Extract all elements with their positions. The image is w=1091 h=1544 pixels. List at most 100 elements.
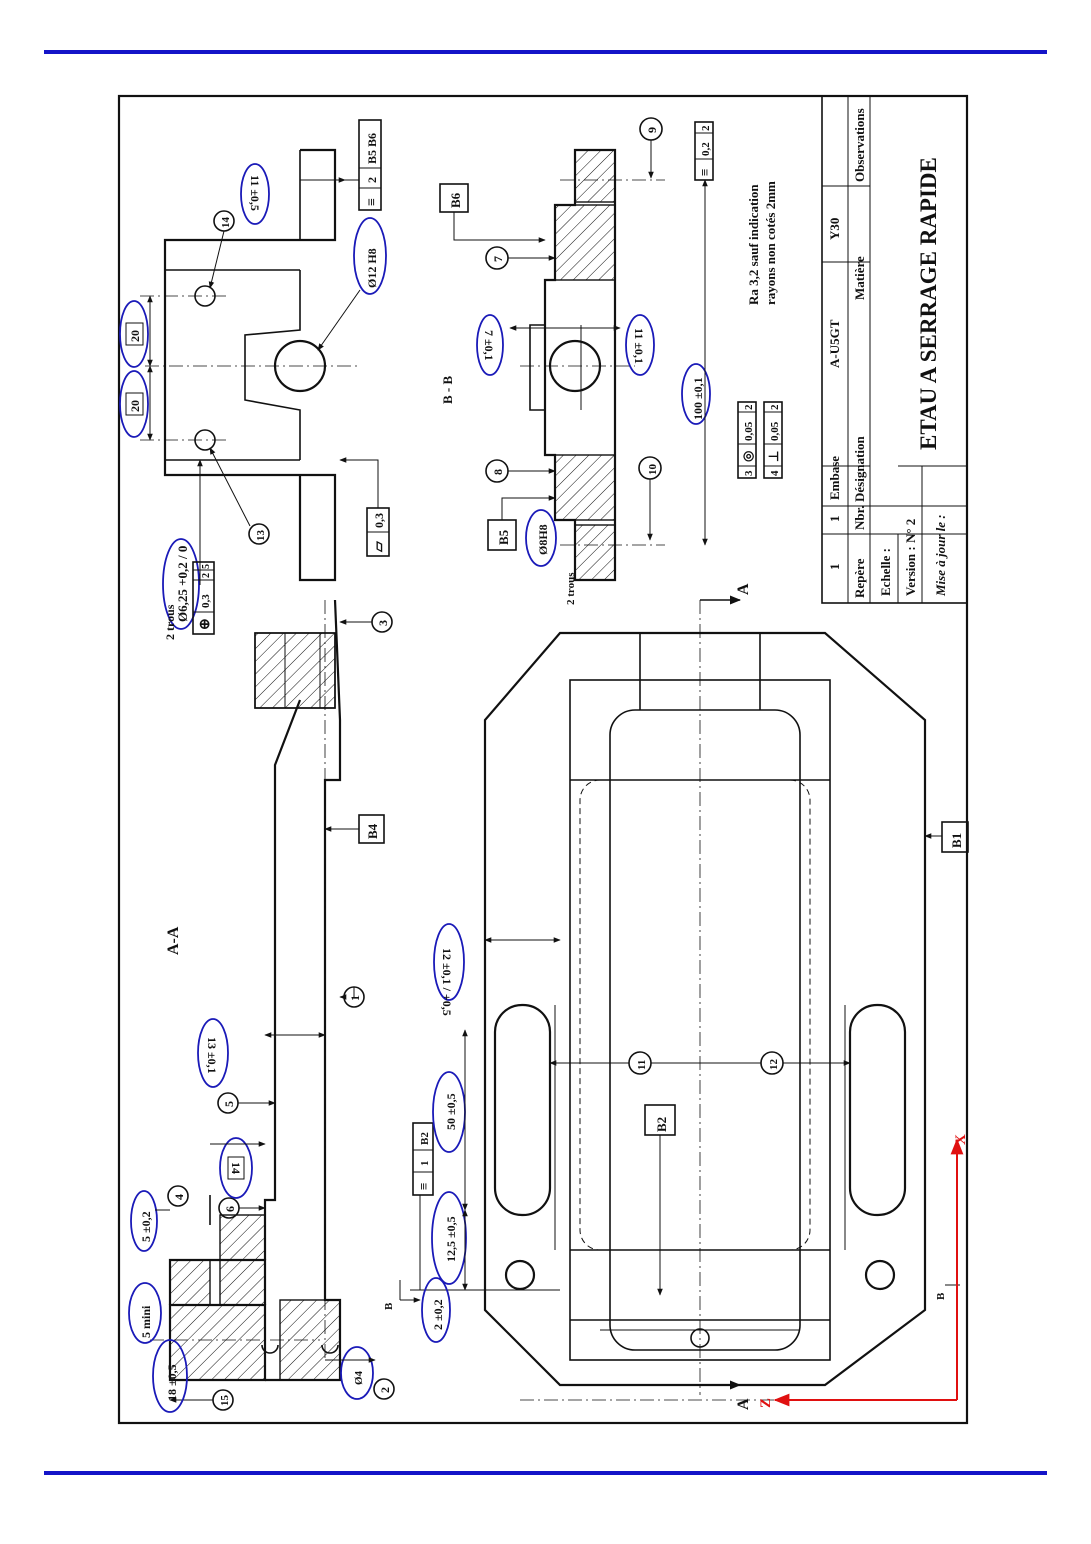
dim-100-ellipse [681,363,711,425]
dim-o4-ellipse [340,1346,374,1400]
tb-version: Version : N° 2 [903,519,918,596]
svg-text:11: 11 [636,1060,648,1070]
dim-6-25-ellipse [162,538,200,630]
callout-15: 15 [212,1389,234,1411]
svg-text:14: 14 [220,217,232,229]
cutting-a-top: A [735,583,752,595]
callout-4: 4 [167,1185,189,1207]
svg-text:⊥: ⊥ [766,451,781,462]
svg-text:3: 3 [743,470,755,476]
svg-text:5: 5 [222,1101,236,1107]
svg-text:≡: ≡ [416,1183,431,1190]
datum-b1: B1 [949,833,964,848]
bottom-rule [44,1471,1047,1475]
datum-b4: B4 [365,823,380,839]
top-view: 20 20 11 ±0,5 Ø12 H8 ≡ 2 B5 B6 ▱ 0,3 13 [119,119,390,640]
tol-sym-9: ≡ 0,2 2 [694,121,714,181]
plan-view: 11 12 B2 B1 ≡ 1 B2 12,5 ±0,5 50 ± [383,583,969,1410]
svg-text:2: 2 [743,404,755,410]
tb-designation-val: Embase [827,456,842,500]
svg-text:◎: ◎ [740,451,755,462]
title-block: 1 1 Embase A-U5GT Y30 Repère Nbr. Désign… [821,95,968,604]
axis-x-label: X [953,1134,969,1145]
svg-text:2: 2 [378,1387,392,1393]
svg-text:8: 8 [491,469,505,475]
tb-observations-val: Y30 [827,218,842,240]
dim-5mini-ellipse [128,1282,162,1344]
callout-12: 12 [760,1051,784,1075]
callout-13: 13 [248,523,270,545]
dim-2: 2 ±0,2 [431,1299,445,1330]
dim-13-ellipse [197,1018,229,1088]
dim-50: 50 ±0,5 [444,1093,458,1130]
svg-text:10: 10 [647,464,659,476]
datum-b5-box: B5 [487,519,517,551]
callout-10: 10 [638,456,662,480]
dim-11: 11 ±0,5 [248,175,262,211]
section-aa-view: A-A 1 2 3 4 5 6 15 B4 [128,599,395,1413]
svg-text:≡: ≡ [697,169,712,176]
cutting-a-bottom: A [735,1398,752,1410]
cutting-b-left: B [383,1302,395,1310]
callout-11: 11 [628,1051,652,1075]
svg-text:0,2: 0,2 [700,142,712,156]
datum-b2: B2 [654,1117,669,1132]
dim-11b: 11 ±0,1 [632,328,646,364]
tol-concentricity: 3 ◎ 0,05 2 [737,401,757,479]
trous-label-2: 2 trous [565,572,577,605]
svg-text:6: 6 [223,1206,237,1212]
tb-matiere-val: A-U5GT [827,319,842,368]
svg-text:4: 4 [172,1194,186,1200]
dim-5: 5 ±0,2 [139,1211,153,1242]
datum-b5: B5 [496,529,511,545]
tb-title: ETAU A SERRAGE RAPIDE [916,157,941,450]
datum-b1-box: B1 [941,821,969,853]
svg-text:13: 13 [255,530,267,542]
svg-text:0,05: 0,05 [769,421,781,441]
datum-b6: B6 [448,192,463,208]
tb-repere-header: Repère [852,558,867,598]
dim-6-25: Ø6,25 +0,2 / 0 [175,546,190,622]
callout-3: 3 [371,611,393,633]
tb-designation-header: Désignation [852,436,867,503]
dim-7: 7 ±0,1 [482,330,496,361]
callout-5: 5 [217,1092,239,1114]
dim-100: 100 ±0,1 [691,377,705,420]
dim-20b: 20 [128,400,142,412]
dim-20a: 20 [128,330,142,342]
svg-text:9: 9 [645,127,659,133]
svg-text:0,05: 0,05 [743,421,755,441]
svg-text:3: 3 [376,620,390,626]
dim-5-ellipse [130,1190,158,1252]
tb-matiere-header: Matière [852,256,867,300]
datum-b6-box: B6 [439,183,469,213]
dim-14-ellipse [219,1137,253,1199]
svg-text:2: 2 [700,125,712,131]
tol-position: ⊕ 0,3 2 5 [192,561,215,635]
callout-8: 8 [485,459,509,483]
tol-perpendicularity: 4 ⊥ 0,05 2 [763,401,783,479]
svg-text:0,3: 0,3 [372,513,386,528]
svg-text:12: 12 [768,1059,780,1071]
dim-18-ellipse [152,1339,188,1413]
callout-9: 9 [639,117,663,141]
dim-12h8-ellipse [353,217,387,295]
dim-8h8: Ø8H8 [536,524,550,555]
callout-14: 14 [213,210,235,232]
callout-7: 7 [485,246,509,270]
callout-2: 2 [373,1378,395,1400]
tb-repere-val: 1 [827,564,842,571]
section-aa-label: A-A [165,926,182,955]
section-bb-label: B - B [440,376,455,405]
dim-12-5: 12,5 ±0,5 [444,1216,458,1262]
cutting-b-right: B [935,1292,947,1300]
tol-sym-b2: ≡ 1 B2 [412,1122,434,1196]
dim-13: 13 ±0,1 [205,1037,219,1074]
dim-2-ellipse [421,1277,451,1343]
dim-18: 18 ±0,5 [165,1364,179,1401]
svg-text:7: 7 [491,256,505,262]
tb-mise-a-jour: Mise à jour le : [933,514,948,597]
trous-label-1: 2 trous [163,604,177,640]
dim-7-ellipse [476,314,504,376]
